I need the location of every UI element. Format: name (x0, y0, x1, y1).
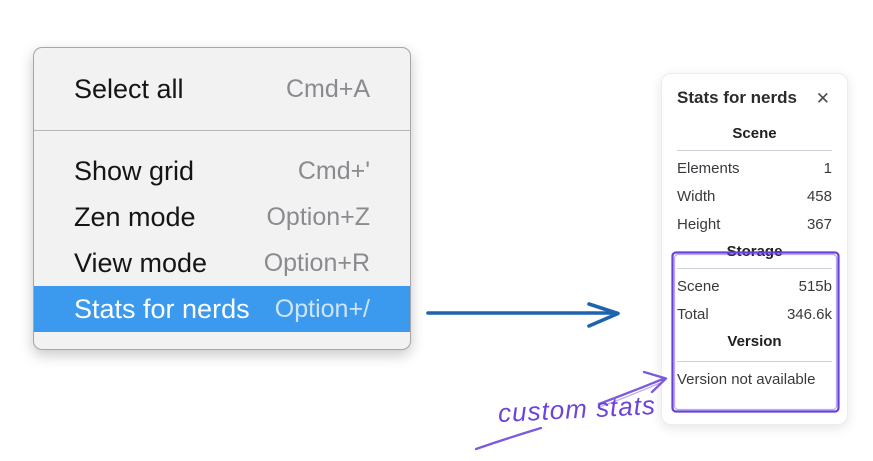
menu-item-view-mode[interactable]: View mode Option+R (34, 240, 410, 286)
stats-panel: Stats for nerds ✕ Scene Elements 1 Width… (661, 73, 848, 425)
menu-item-shortcut: Option+R (263, 248, 370, 277)
stat-value: 515b (798, 278, 832, 295)
menu-item-label: Stats for nerds (74, 293, 250, 324)
section-heading-scene: Scene (732, 125, 777, 142)
stat-value: 367 (806, 216, 832, 233)
menu-item-zen-mode[interactable]: Zen mode Option+Z (34, 194, 410, 240)
version-note: Version not available (677, 371, 816, 388)
section-divider (677, 268, 832, 269)
stat-row-total-size: Total 346.6k (677, 301, 832, 329)
section-heading-version: Version (727, 333, 782, 350)
context-menu: Select all Cmd+A Show grid Cmd+' Zen mod… (33, 47, 411, 350)
stat-value: 1 (823, 160, 832, 177)
menu-item-show-grid[interactable]: Show grid Cmd+' (34, 148, 410, 194)
stat-label: Total (677, 306, 709, 323)
menu-item-shortcut: Option+/ (274, 294, 370, 323)
stat-label: Height (677, 216, 721, 233)
menu-item-label: Zen mode (74, 201, 196, 232)
section-heading-storage: Storage (726, 243, 783, 260)
close-icon[interactable]: ✕ (815, 88, 830, 108)
menu-item-shortcut: Cmd+' (297, 156, 370, 185)
custom-stats-annotation-label: custom stats (497, 389, 657, 429)
stat-row-scene-size: Scene 515b (677, 273, 832, 301)
section-divider (677, 150, 832, 151)
stat-value: 346.6k (786, 306, 832, 323)
stat-row-height: Height 367 (677, 211, 832, 239)
stat-row-width: Width 458 (677, 183, 832, 211)
stat-label: Width (677, 188, 716, 205)
stats-panel-title: Stats for nerds (677, 88, 797, 107)
menu-item-shortcut: Option+Z (266, 202, 370, 231)
menu-group-bottom: Show grid Cmd+' Zen mode Option+Z View m… (34, 131, 410, 349)
menu-item-select-all[interactable]: Select all Cmd+A (34, 66, 410, 112)
menu-separator (34, 130, 410, 131)
section-divider (677, 361, 832, 362)
stats-panel-header: Stats for nerds ✕ (677, 88, 832, 108)
menu-item-label: View mode (74, 247, 208, 278)
stat-label: Elements (677, 160, 740, 177)
blue-arrow (426, 302, 620, 328)
stat-label: Scene (677, 278, 720, 295)
menu-item-label: Show grid (74, 155, 195, 186)
stat-value: 458 (806, 188, 832, 205)
stat-row-elements: Elements 1 (677, 155, 832, 183)
menu-group-top: Select all Cmd+A (34, 48, 410, 130)
menu-item-stats-for-nerds[interactable]: Stats for nerds Option+/ (34, 286, 410, 332)
menu-item-shortcut: Cmd+A (285, 74, 370, 103)
menu-item-label: Select all (74, 73, 184, 104)
